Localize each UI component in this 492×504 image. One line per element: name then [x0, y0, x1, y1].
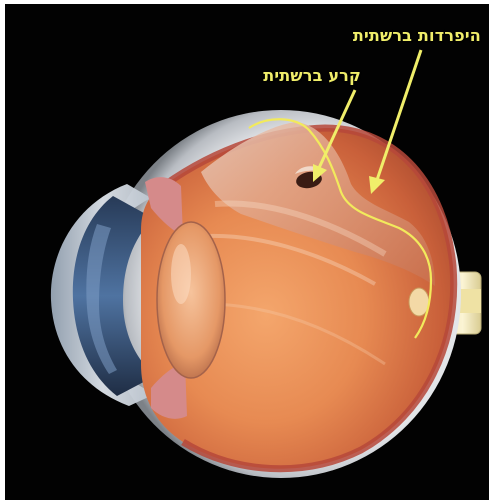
lens: [157, 222, 225, 378]
eye-cross-section-illustration: [5, 4, 489, 500]
diagram-frame: היפרדות ברשתית קרע ברשתית: [5, 4, 489, 500]
lens-highlight: [171, 244, 191, 304]
retinal-tear-label: קרע ברשתית: [263, 66, 361, 85]
retinal-detachment-label: היפרדות ברשתית: [353, 26, 481, 45]
